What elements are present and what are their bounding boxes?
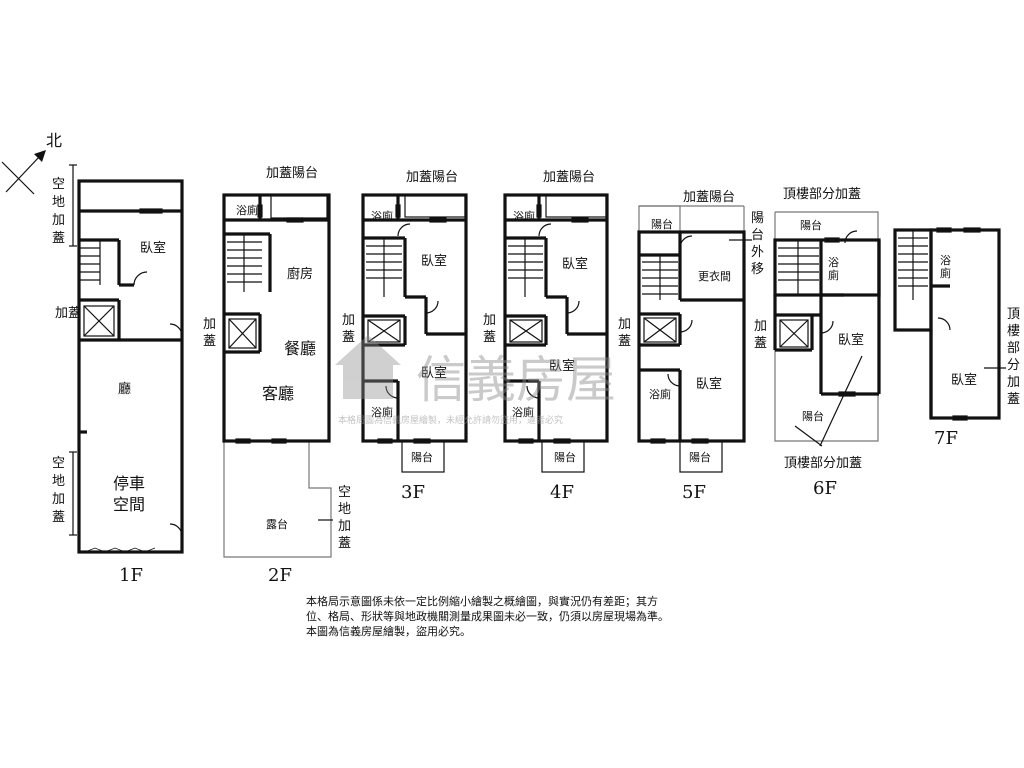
shaft-5f: [643, 317, 677, 343]
shaft-1f: [83, 305, 115, 337]
f3-floor-label: 3F: [401, 482, 425, 503]
f6-extra: 加蓋: [754, 319, 767, 351]
f4-balcony: 陽台: [554, 450, 576, 464]
watermark: 信義房屋 本格局圖為信義房屋繪製，未經允許請勿盜用，違者必究: [335, 335, 616, 426]
f7-roof-ext: 頂樓部分加蓋: [1007, 307, 1020, 407]
f6-balcony-top: 陽台: [800, 218, 822, 232]
f1-parking: 停車空間: [113, 474, 145, 514]
f5-closet: 更衣間: [698, 269, 731, 283]
f5-balcony-out: 陽台外移: [751, 211, 764, 277]
f6-roof-ext-top: 頂樓部分加蓋: [783, 187, 861, 202]
f3-bedroom1: 臥室: [421, 253, 447, 269]
brand-logo-icon: [335, 335, 401, 399]
f6-roof-ext-bottom: 頂樓部分加蓋: [784, 456, 862, 471]
f6-bedroom: 臥室: [838, 332, 864, 348]
f5-balcony: 陽台: [689, 450, 711, 464]
stairs-4f: [508, 238, 543, 297]
floor-1f: [69, 164, 184, 554]
f2-bath: 浴廁: [236, 203, 258, 217]
stairs-2f: [227, 234, 262, 292]
floor-2f: [222, 193, 332, 558]
f5-floor-label: 5F: [682, 482, 706, 503]
f5-bedroom: 臥室: [696, 376, 722, 392]
disclaimer-line: 位、格局、形狀等與地政機關測量成果圖未必一致，仍須以房屋現場為準。: [306, 610, 669, 623]
f5-balcony-top: 陽台: [651, 217, 673, 231]
stairs-1f: [79, 240, 101, 285]
f4-bedroom2: 臥室: [549, 358, 575, 374]
f7-bedroom: 臥室: [951, 372, 977, 388]
f2-extra: 加蓋: [203, 317, 216, 349]
f4-extra: 加蓋: [483, 313, 496, 345]
f3-bedroom2: 臥室: [421, 365, 447, 381]
f4-balcony-ext: 加蓋陽台: [543, 170, 595, 185]
floor-4f: [503, 193, 609, 473]
stairs-7f: [898, 230, 928, 300]
disclaimer: 本格局示意圖係未依一定比例縮小繪製之概繪圖，與實況仍有差距；其方 位、格局、形狀…: [306, 594, 746, 639]
f7-floor-label: 7F: [934, 428, 958, 449]
f4-bath2: 浴廁: [512, 405, 534, 419]
stairs-3f: [366, 238, 402, 297]
floor-3f: [361, 193, 468, 473]
floor-5f: [637, 205, 752, 473]
f2-land-ext: 空地加蓋: [338, 485, 351, 551]
f2-kitchen: 廚房: [287, 266, 313, 282]
watermark-brand: 信義房屋: [416, 351, 616, 409]
f5-extra: 加蓋: [618, 317, 631, 349]
watermark-notice: 本格局圖為信義房屋繪製，未經允許請勿盜用，違者必究: [338, 414, 563, 426]
f1-extra-top: 空地加蓋: [52, 177, 65, 246]
f2-dining: 餐廳: [284, 339, 316, 358]
f1-floor-label: 1F: [119, 565, 143, 586]
disclaimer-line: 本圖為信義房屋繪製，盜用必究。: [306, 625, 471, 638]
f2-balcony-ext: 加蓋陽台: [266, 166, 318, 181]
f6-balcony-bottom: 陽台: [802, 409, 824, 423]
f3-bath2: 浴廁: [371, 405, 393, 419]
f2-terrace: 露台: [266, 517, 288, 531]
shaft-2f: [228, 318, 257, 349]
stairs-5f: [642, 255, 678, 300]
f3-balcony-ext: 加蓋陽台: [406, 170, 458, 185]
f4-floor-label: 4F: [550, 482, 574, 503]
shaft-4f: [509, 319, 543, 343]
north-arrow-icon: [1, 150, 46, 195]
f4-bedroom1: 臥室: [562, 256, 588, 272]
floor-7f: [893, 227, 1006, 421]
shaft-3f: [367, 319, 401, 343]
f3-balcony: 陽台: [411, 450, 433, 464]
floor-6f: [773, 211, 881, 447]
f2-living: 客廳: [262, 384, 294, 403]
disclaimer-line: 本格局示意圖係未依一定比例縮小繪製之概繪圖，與實況仍有差距；其方: [306, 595, 658, 608]
f5-balcony-ext: 加蓋陽台: [683, 190, 735, 205]
f7-bath: 浴廁: [940, 254, 951, 280]
f1-bedroom: 臥室: [140, 240, 166, 256]
f3-extra: 加蓋: [342, 313, 355, 345]
garage-door: [84, 547, 156, 553]
f5-bath: 浴廁: [649, 387, 671, 401]
dimension-lines-1f: [69, 164, 77, 536]
stairs-6f: [778, 240, 819, 295]
f1-hall: 廳: [118, 381, 131, 397]
f6-bath: 浴廁: [828, 256, 839, 282]
f2-floor-label: 2F: [268, 565, 292, 586]
f3-bath: 浴廁: [371, 209, 393, 223]
f1-extra-mid: 加蓋: [55, 306, 81, 321]
f4-bath: 浴廁: [513, 209, 535, 223]
f1-extra-bottom: 空地加蓋: [52, 456, 65, 525]
f6-floor-label: 6F: [813, 478, 837, 499]
north-label: 北: [46, 131, 62, 150]
shaft-6f: [779, 319, 809, 348]
